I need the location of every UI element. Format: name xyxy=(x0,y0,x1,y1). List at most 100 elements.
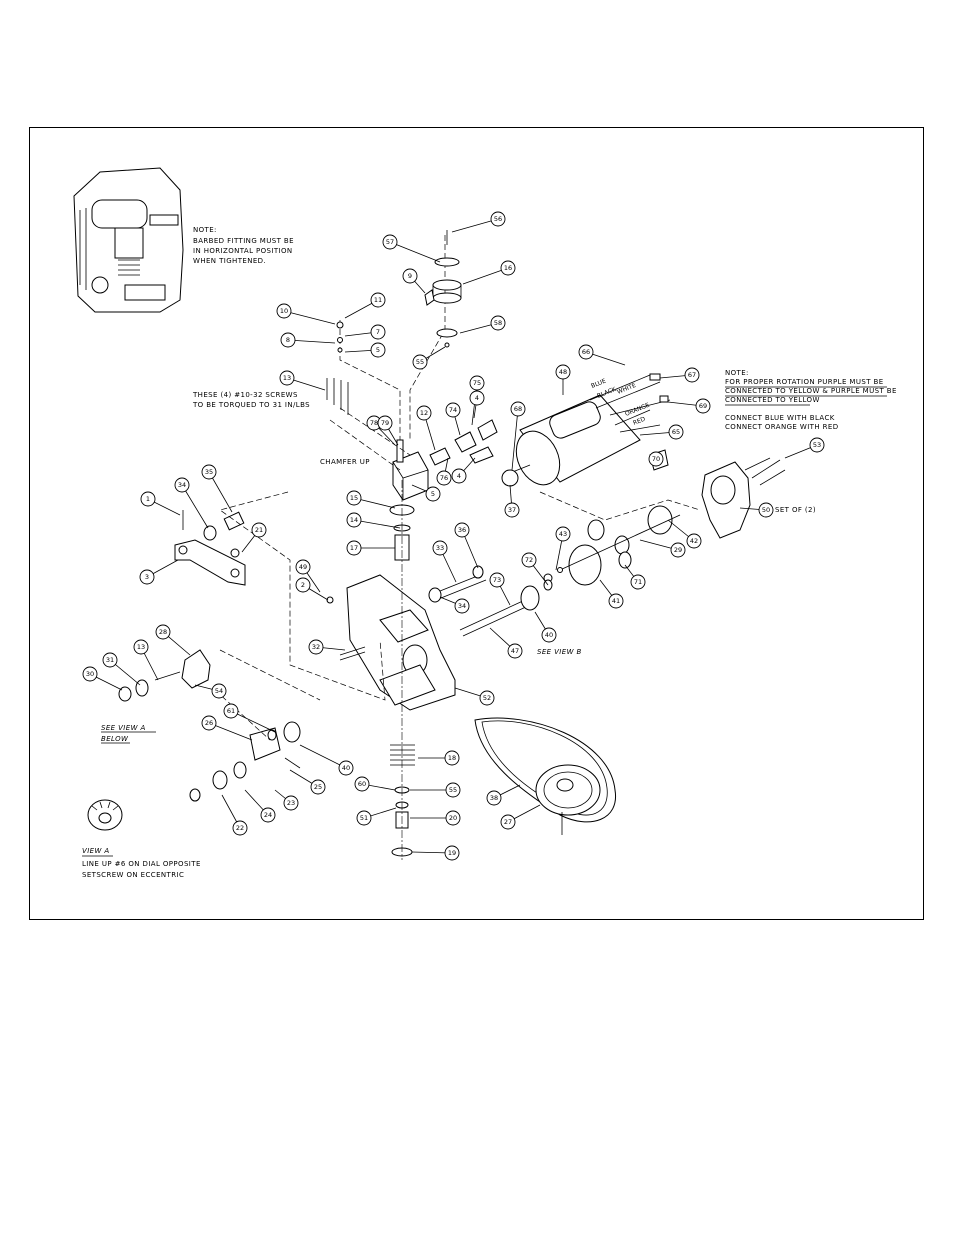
callout-bubble xyxy=(82,666,98,682)
callout-7: 7 xyxy=(344,324,386,340)
callout-50: 50 xyxy=(739,502,774,518)
note-line: WHEN TIGHTENED. xyxy=(193,257,266,265)
callout-42: 42 xyxy=(667,519,702,549)
callout-57: 57 xyxy=(382,234,441,263)
callout-number: 8 xyxy=(286,336,290,344)
callout-bubble xyxy=(541,627,557,643)
callout-number: 74 xyxy=(449,406,457,414)
callout-leader xyxy=(208,471,233,513)
callout-5: 5 xyxy=(411,484,441,502)
callout-17: 17 xyxy=(346,540,395,556)
callout-bubble xyxy=(346,512,362,528)
callout-number: 16 xyxy=(504,264,512,272)
callout-bubble xyxy=(102,652,118,668)
callout-bubble xyxy=(432,540,448,556)
callout-68: 68 xyxy=(510,401,526,471)
callout-bubble xyxy=(260,807,276,823)
callout-number: 43 xyxy=(559,530,567,538)
callout-number: 52 xyxy=(483,694,491,702)
callout-69: 69 xyxy=(667,398,711,414)
callout-20: 20 xyxy=(410,810,461,826)
callout-bubble xyxy=(370,292,386,308)
callout-25: 25 xyxy=(289,769,326,795)
assembled-unit-illustration xyxy=(73,167,184,313)
note-line: IN HORIZONTAL POSITION xyxy=(193,247,293,255)
callout-bubble xyxy=(454,522,470,538)
callout-bubble xyxy=(174,477,190,493)
callout-10: 10 xyxy=(276,303,336,325)
callout-bubble xyxy=(139,569,155,585)
callout-number: 73 xyxy=(493,576,501,584)
callout-number: 5 xyxy=(431,490,435,498)
callout-number: 51 xyxy=(360,814,368,822)
callout-number: 76 xyxy=(440,474,448,482)
callout-bubble xyxy=(370,324,386,340)
callout-number: 49 xyxy=(299,563,307,571)
callout-number: 21 xyxy=(255,526,263,534)
callout-58: 58 xyxy=(459,315,506,334)
note-line: NOTE: xyxy=(193,226,217,234)
callout-31: 31 xyxy=(102,652,141,686)
wire-label: BLUE xyxy=(590,378,607,390)
note-line: SETSCREW ON ECCENTRIC xyxy=(82,871,184,879)
wire-label: WHITE xyxy=(616,382,637,396)
callout-51: 51 xyxy=(356,807,397,826)
callout-bubble xyxy=(276,303,292,319)
callout-number: 65 xyxy=(672,428,680,436)
callout-number: 60 xyxy=(358,780,366,788)
callout-number: 58 xyxy=(494,319,502,327)
callout-15: 15 xyxy=(346,490,396,509)
callout-bubble xyxy=(490,211,506,227)
callout-24: 24 xyxy=(244,789,276,823)
callout-number: 36 xyxy=(458,526,466,534)
callout-number: 38 xyxy=(490,794,498,802)
callout-number: 66 xyxy=(582,348,590,356)
callout-number: 67 xyxy=(688,371,696,379)
callout-bubble xyxy=(338,760,354,776)
callout-bubble xyxy=(346,540,362,556)
callout-bubble xyxy=(445,782,461,798)
callout-number: 23 xyxy=(287,799,295,807)
callout-bubble xyxy=(809,437,825,453)
callout-60: 60 xyxy=(354,776,396,792)
main-housing xyxy=(326,504,553,711)
spring-stack xyxy=(390,480,415,860)
callout-bubble xyxy=(444,750,460,766)
callout-number: 35 xyxy=(205,468,213,476)
callout-bubble xyxy=(140,491,156,507)
callout-bubble xyxy=(521,552,537,568)
callout-bubble xyxy=(479,690,495,706)
callout-66: 66 xyxy=(578,344,626,366)
callout-number: 69 xyxy=(699,402,707,410)
callout-bubble xyxy=(280,332,296,348)
bearing-bracket xyxy=(649,449,786,539)
callout-number: 25 xyxy=(314,783,322,791)
callout-number: 34 xyxy=(458,602,466,610)
callout-8: 8 xyxy=(280,332,336,348)
note-line: BARBED FITTING MUST BE xyxy=(193,237,294,245)
note-line: CONNECT BLUE WITH BLACK xyxy=(725,414,835,422)
callout-12: 12 xyxy=(416,405,436,451)
callout-52: 52 xyxy=(454,687,495,706)
callout-bubble xyxy=(223,703,239,719)
callout-34: 34 xyxy=(439,596,470,614)
callout-27: 27 xyxy=(500,804,541,830)
note-line: THESE (4) #10-32 SCREWS xyxy=(192,391,298,399)
callout-bubble xyxy=(489,572,505,588)
callout-22: 22 xyxy=(221,794,248,836)
callout-number: 28 xyxy=(159,628,167,636)
callout-11: 11 xyxy=(344,292,386,319)
callout-49: 49 xyxy=(295,559,321,593)
callout-1: 1 xyxy=(140,491,181,516)
callout-number: 24 xyxy=(264,811,272,819)
note-line: CONNECTED TO YELLOW & PURPLE MUST BE xyxy=(725,387,897,395)
callout-bubble xyxy=(684,367,700,383)
callout-leader xyxy=(299,744,347,769)
callout-number: 75 xyxy=(473,379,481,387)
callout-34: 34 xyxy=(174,477,209,529)
callout-40: 40 xyxy=(299,744,354,776)
callout-bubble xyxy=(469,375,485,391)
callout-number: 48 xyxy=(559,368,567,376)
callout-bubble xyxy=(454,598,470,614)
callout-26: 26 xyxy=(201,715,253,741)
